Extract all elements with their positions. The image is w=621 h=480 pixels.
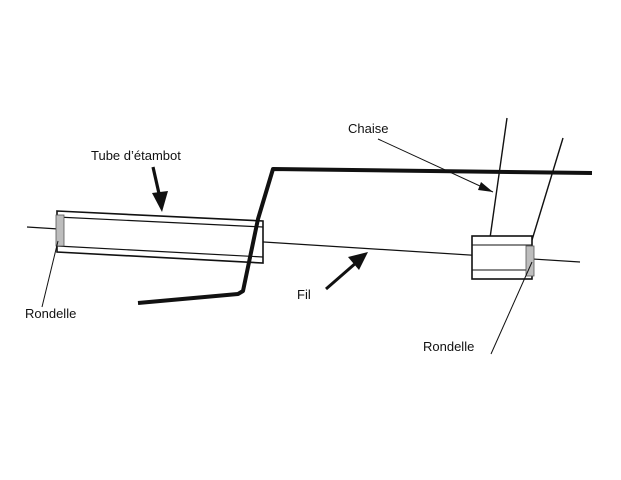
wire-arrow <box>325 252 368 291</box>
leader-chaise-arrowhead <box>478 182 493 192</box>
label-chaise: Chaise <box>348 121 388 136</box>
bracket-bearing <box>471 235 533 280</box>
label-rondelle-left: Rondelle <box>25 306 76 321</box>
bracket-strut-front <box>489 117 508 239</box>
right-washer <box>525 245 535 277</box>
stern-tube <box>55 210 264 264</box>
label-rondelle-right: Rondelle <box>423 339 474 354</box>
leader-rondelle-right <box>490 261 533 355</box>
tube-arrow <box>151 166 168 212</box>
bracket-strut-rear <box>531 137 564 241</box>
label-fil: Fil <box>297 287 311 302</box>
shaft-bracket <box>471 117 564 280</box>
engine-outline <box>137 167 593 305</box>
left-washer <box>55 214 65 247</box>
label-tube: Tube d’étambot <box>91 148 181 163</box>
leader-chaise <box>377 138 494 193</box>
leader-rondelle-left <box>41 240 59 308</box>
